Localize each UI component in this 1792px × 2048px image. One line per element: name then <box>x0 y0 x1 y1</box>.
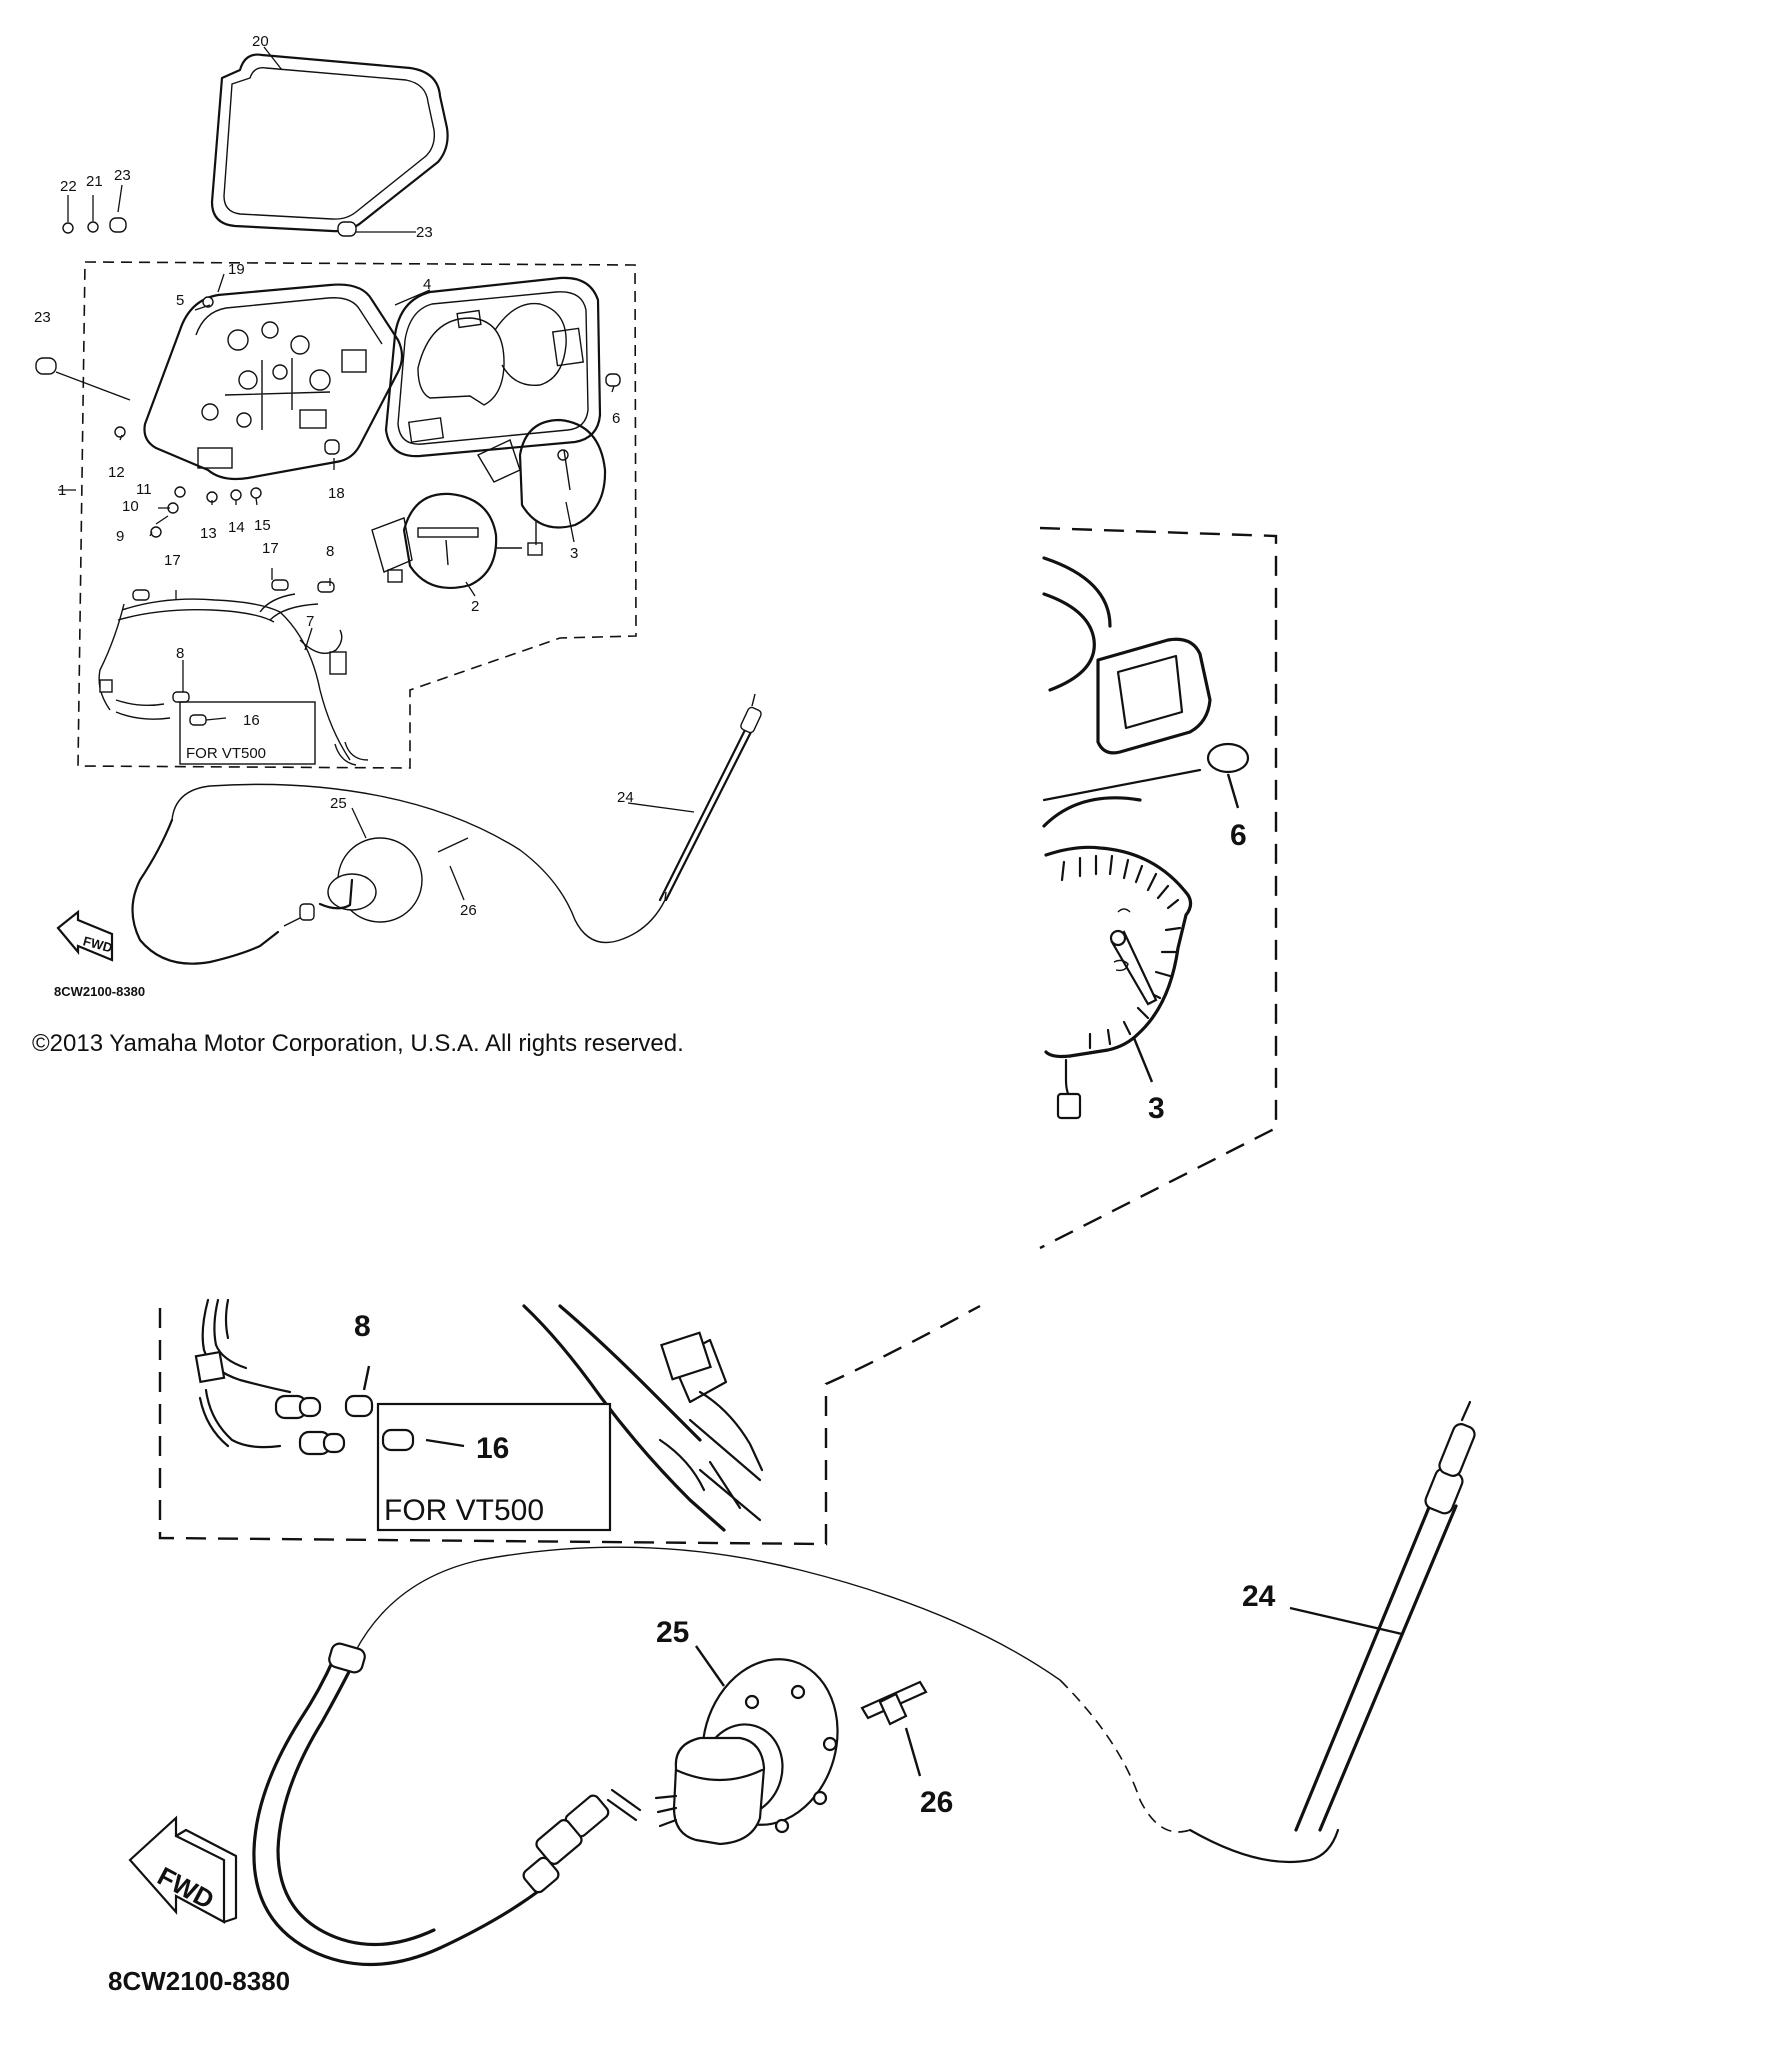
overview-diagram: FOR VT500 FWD 8CW2100-8380 <box>34 33 762 999</box>
detail-variant-box-label: FOR VT500 <box>384 1494 544 1527</box>
detail-gauge: 6 3 <box>1039 526 1278 1250</box>
callout-7: 7 <box>306 613 314 630</box>
detail-harness: 8 16 FOR VT500 <box>158 1298 981 1546</box>
diagram-code-detail: 8CW2100-8380 <box>108 1966 290 1996</box>
callout-23a: 23 <box>114 167 131 184</box>
callout-23b: 23 <box>416 224 433 241</box>
detail-callout-16: 16 <box>476 1432 509 1465</box>
part-3-tachometer <box>477 418 607 556</box>
detail-callout-6: 6 <box>1230 819 1247 852</box>
callout-4: 4 <box>423 276 431 293</box>
part-7-wire-harness <box>98 593 369 766</box>
part-4-meter-cover <box>384 276 602 458</box>
callout-25: 25 <box>330 795 347 812</box>
copyright-notice: ©2013 Yamaha Motor Corporation, U.S.A. A… <box>32 1030 684 1057</box>
callout-16: 16 <box>243 712 260 729</box>
variant-box-label: FOR VT500 <box>186 745 266 762</box>
callout-5: 5 <box>176 292 184 309</box>
callout-15: 15 <box>254 517 271 534</box>
callout-8b: 8 <box>176 645 184 662</box>
fwd-arrow-detail: FWD <box>128 1815 238 1924</box>
callout-6: 6 <box>612 410 620 427</box>
callout-18: 18 <box>328 485 345 502</box>
part-20-gasket <box>210 53 449 233</box>
callout-17a: 17 <box>262 540 279 557</box>
part-5-meter-case <box>143 283 404 481</box>
fwd-arrow-overview: FWD <box>56 909 114 962</box>
callout-10: 10 <box>122 498 139 515</box>
detail-callout-24: 24 <box>1242 1580 1276 1613</box>
callout-12: 12 <box>108 464 125 481</box>
detail-gauge-boundary <box>1039 526 1278 1250</box>
callout-21: 21 <box>86 173 103 190</box>
detail-harness-boundary <box>158 1304 981 1546</box>
detail-cable: 24 25 26 FWD 8CW2100-8380 <box>108 1400 1476 1996</box>
part-2-speedometer <box>371 492 522 589</box>
callout-11: 11 <box>136 481 152 498</box>
callout-3: 3 <box>570 545 578 562</box>
fwd-label: FWD <box>82 933 114 955</box>
detail-callout-8: 8 <box>354 1310 371 1343</box>
callout-22: 22 <box>60 178 77 195</box>
callout-26: 26 <box>460 902 477 919</box>
callouts-overview: 20 22 21 23 23 23 19 5 4 6 12 1 11 10 9 … <box>34 33 634 919</box>
callout-8a: 8 <box>326 543 334 560</box>
callout-2: 2 <box>471 598 479 615</box>
detail-callout-26: 26 <box>920 1786 953 1819</box>
callout-20: 20 <box>252 33 269 50</box>
callout-9: 9 <box>116 528 124 545</box>
detail-callout-3: 3 <box>1148 1092 1165 1125</box>
callout-24: 24 <box>617 789 634 806</box>
callout-14: 14 <box>228 519 245 536</box>
leader-lines-overview <box>55 46 695 901</box>
assembly-boundary <box>77 261 637 769</box>
cable-assembly-overview <box>131 693 762 965</box>
callout-17b: 17 <box>164 552 181 569</box>
callout-13: 13 <box>200 525 217 542</box>
diagram-code-overview: 8CW2100-8380 <box>54 984 145 999</box>
detail-callout-25: 25 <box>656 1616 689 1649</box>
variant-box-overview: FOR VT500 <box>179 701 316 765</box>
callout-19: 19 <box>228 261 245 278</box>
callout-1: 1 <box>58 482 66 499</box>
small-fasteners <box>35 217 621 726</box>
callout-23c: 23 <box>34 309 51 326</box>
